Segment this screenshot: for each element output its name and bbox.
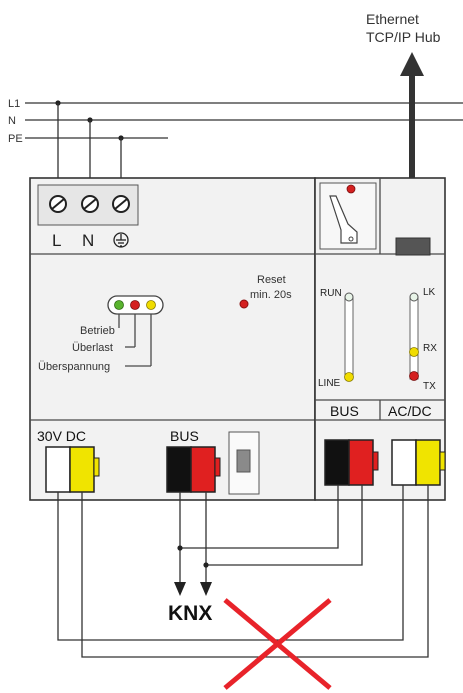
router-bus-terminal-black[interactable] xyxy=(324,439,350,486)
latch-led xyxy=(346,184,356,194)
betrieb-label: Betrieb xyxy=(80,325,115,337)
led-tx xyxy=(409,371,419,381)
led-run xyxy=(344,292,354,302)
terminal-screw-n[interactable] xyxy=(81,195,99,213)
n-label: N xyxy=(8,115,16,127)
run-label: RUN xyxy=(320,288,342,299)
reset-label: Reset xyxy=(257,274,286,286)
bus-terminal-black[interactable] xyxy=(166,446,192,493)
router-red-wire xyxy=(206,485,363,566)
led-lk xyxy=(409,292,419,302)
led-ueberspannung xyxy=(146,300,156,310)
knx-label: KNX xyxy=(168,602,212,625)
tx-label: TX xyxy=(423,381,436,392)
terminal-label-l: L xyxy=(52,231,61,250)
acdc-terminal-yellow[interactable] xyxy=(415,439,441,486)
bus-black-junction xyxy=(177,545,183,551)
lk-label: LK xyxy=(423,287,436,298)
dc30-terminal-yellow[interactable] xyxy=(69,446,95,493)
ethernet-port[interactable] xyxy=(395,237,431,256)
bus-terminal-red[interactable] xyxy=(190,446,216,493)
reset-button[interactable] xyxy=(239,299,249,309)
acdc-label: AC/DC xyxy=(388,403,432,419)
dc30-terminal-notch xyxy=(93,457,100,477)
programming-button[interactable] xyxy=(236,449,251,473)
ethernet-label: Ethernet xyxy=(366,11,419,27)
knx-arrow-right-icon xyxy=(200,582,212,596)
terminal-screw-pe[interactable] xyxy=(112,195,130,213)
led-ueberlast xyxy=(130,300,140,310)
latch-lever[interactable] xyxy=(329,195,358,244)
router-bus-terminal-red[interactable] xyxy=(348,439,374,486)
pe-label: PE xyxy=(8,133,23,145)
dc-yellow-wire xyxy=(81,485,429,658)
ueberlast-label: Überlast xyxy=(72,342,113,354)
lk-tx-led-strip xyxy=(409,296,419,380)
bus-right-label: BUS xyxy=(330,403,359,419)
knx-arrow-left-icon xyxy=(174,582,186,596)
led-betrieb xyxy=(114,300,124,310)
acdc-terminal-white[interactable] xyxy=(391,439,417,486)
tcp-ip-hub-label: TCP/IP Hub xyxy=(366,29,441,45)
led-line xyxy=(344,372,354,382)
acdc-terminal-notch xyxy=(439,451,446,471)
ueberspannung-label: Überspannung xyxy=(38,361,110,373)
l1-label: L1 xyxy=(8,98,20,110)
dc-white-wire xyxy=(57,485,404,641)
terminal-screw-l[interactable] xyxy=(49,195,67,213)
terminal-label-n: N xyxy=(82,231,94,250)
led-rx xyxy=(409,347,419,357)
wrong-wiring-cross-icon xyxy=(223,598,332,690)
dc30-label: 30V DC xyxy=(37,428,86,444)
router-bus-terminal-notch xyxy=(372,451,379,471)
reset-time-label: min. 20s xyxy=(250,289,292,301)
bus-terminal-notch xyxy=(214,457,221,477)
bus-left-label: BUS xyxy=(170,428,199,444)
run-line-led-strip xyxy=(344,296,354,380)
line-label: LINE xyxy=(318,378,341,389)
latch-screw xyxy=(348,236,354,242)
rx-label: RX xyxy=(423,343,437,354)
router-black-wire xyxy=(180,485,339,549)
bus-red-junction xyxy=(203,562,209,568)
ethernet-arrow-icon xyxy=(400,52,424,76)
dc30-terminal-white[interactable] xyxy=(45,446,71,493)
earth-ground-icon xyxy=(113,232,129,248)
